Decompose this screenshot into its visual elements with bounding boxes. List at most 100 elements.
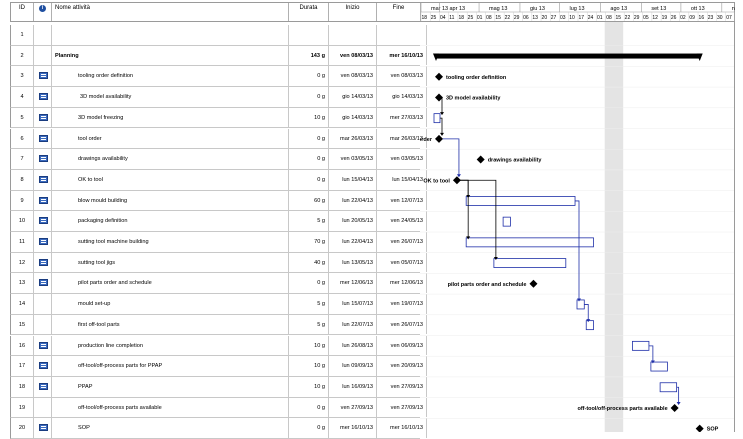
header-indicators[interactable]: i	[34, 3, 52, 21]
row-id[interactable]: 4	[11, 87, 34, 107]
task-name[interactable]: off-tool/off-process parts for PPAP	[52, 356, 289, 376]
task-finish[interactable]: ven 06/09/13	[377, 335, 427, 356]
row-id[interactable]: 10	[11, 211, 34, 231]
header-finish[interactable]: Fine	[377, 3, 421, 21]
milestone-diamond[interactable]	[476, 155, 485, 164]
task-name[interactable]: pilot parts order and schedule	[52, 273, 289, 294]
milestone-diamond[interactable]	[529, 279, 538, 288]
task-name[interactable]: off-tool/off-process parts available	[52, 397, 289, 418]
task-start[interactable]: ven 27/09/13	[329, 397, 377, 418]
row-indicator[interactable]	[34, 376, 52, 397]
task-bar[interactable]	[659, 382, 678, 393]
header-duration[interactable]: Durata	[289, 3, 329, 21]
task-name[interactable]: first off-tool parts	[52, 314, 289, 335]
task-finish[interactable]: ven 12/07/13	[377, 190, 427, 211]
row-indicator[interactable]	[34, 314, 52, 335]
task-bar[interactable]	[433, 113, 441, 124]
task-notes-icon[interactable]	[39, 72, 48, 80]
row-id[interactable]: 19	[11, 397, 34, 418]
milestone-diamond[interactable]	[435, 93, 443, 102]
task-bar[interactable]	[493, 258, 567, 268]
row-id[interactable]: 8	[11, 169, 34, 190]
table-row[interactable]: 1	[10, 25, 427, 46]
row-indicator[interactable]	[34, 418, 52, 438]
row-indicator[interactable]	[34, 25, 52, 45]
task-name[interactable]: Planning	[52, 45, 289, 66]
task-bar[interactable]	[585, 320, 594, 331]
task-start[interactable]: ven 08/03/13	[329, 45, 377, 66]
task-start[interactable]: lun 15/07/13	[329, 294, 377, 314]
task-duration[interactable]: 0 g	[289, 128, 329, 149]
task-duration[interactable]	[289, 25, 329, 45]
row-indicator[interactable]	[34, 190, 52, 211]
task-finish[interactable]: mer 27/03/13	[377, 107, 427, 128]
task-duration[interactable]: 10 g	[289, 335, 329, 356]
task-notes-icon[interactable]	[39, 196, 48, 204]
task-name[interactable]: drawings availability	[52, 149, 289, 169]
task-notes-icon[interactable]	[39, 155, 48, 163]
task-name[interactable]: production line completion	[52, 335, 289, 356]
task-bar[interactable]	[465, 196, 576, 206]
task-duration[interactable]: 143 g	[289, 45, 329, 66]
row-indicator[interactable]	[34, 273, 52, 294]
task-finish[interactable]: ven 27/09/13	[377, 376, 427, 397]
row-indicator[interactable]	[34, 66, 52, 87]
task-start[interactable]: lun 22/04/13	[329, 190, 377, 211]
task-duration[interactable]: 0 g	[289, 149, 329, 169]
task-start[interactable]	[329, 25, 377, 45]
task-notes-icon[interactable]	[39, 217, 48, 225]
row-id[interactable]: 12	[11, 252, 34, 273]
task-bar[interactable]	[465, 237, 594, 248]
task-name[interactable]: OK to tool	[52, 169, 289, 190]
row-indicator[interactable]	[34, 397, 52, 418]
task-finish[interactable]	[377, 25, 427, 45]
task-notes-icon[interactable]	[39, 113, 48, 121]
task-finish[interactable]: ven 24/05/13	[377, 211, 427, 231]
task-start[interactable]: lun 22/04/13	[329, 232, 377, 252]
row-id[interactable]: 7	[11, 149, 34, 169]
task-name[interactable]: sutting tool jigs	[52, 252, 289, 273]
row-indicator[interactable]	[34, 45, 52, 66]
task-name[interactable]	[52, 25, 289, 45]
task-duration[interactable]: 5 g	[289, 211, 329, 231]
row-indicator[interactable]	[34, 107, 52, 128]
task-notes-icon[interactable]	[39, 175, 48, 183]
task-notes-icon[interactable]	[39, 238, 48, 245]
header-id[interactable]: ID	[11, 3, 34, 21]
row-id[interactable]: 5	[11, 107, 34, 128]
task-duration[interactable]: 10 g	[289, 376, 329, 397]
row-id[interactable]: 20	[11, 418, 34, 438]
task-start[interactable]: lun 13/05/13	[329, 252, 377, 273]
task-finish[interactable]: ven 05/07/13	[377, 252, 427, 273]
row-id[interactable]: 15	[11, 314, 34, 335]
task-name[interactable]: tooling order definition	[52, 66, 289, 87]
row-id[interactable]: 16	[11, 335, 34, 356]
task-name[interactable]: SOP	[52, 418, 289, 438]
task-notes-icon[interactable]	[39, 382, 48, 390]
row-id[interactable]: 1	[11, 25, 34, 45]
task-finish[interactable]: ven 08/03/13	[377, 66, 427, 87]
milestone-diamond[interactable]	[435, 134, 443, 143]
task-name[interactable]: PPAP	[52, 376, 289, 397]
task-start[interactable]: lun 15/04/13	[329, 169, 377, 190]
row-indicator[interactable]	[34, 87, 52, 107]
task-notes-icon[interactable]	[39, 362, 48, 370]
task-name[interactable]: tool order	[52, 128, 289, 149]
task-name[interactable]: packaging definition	[52, 211, 289, 231]
task-bar[interactable]	[650, 361, 668, 372]
row-id[interactable]: 14	[11, 294, 34, 314]
task-duration[interactable]: 60 g	[289, 190, 329, 211]
task-start[interactable]: lun 09/09/13	[329, 356, 377, 376]
row-indicator[interactable]	[34, 294, 52, 314]
task-name[interactable]: mould set-up	[52, 294, 289, 314]
